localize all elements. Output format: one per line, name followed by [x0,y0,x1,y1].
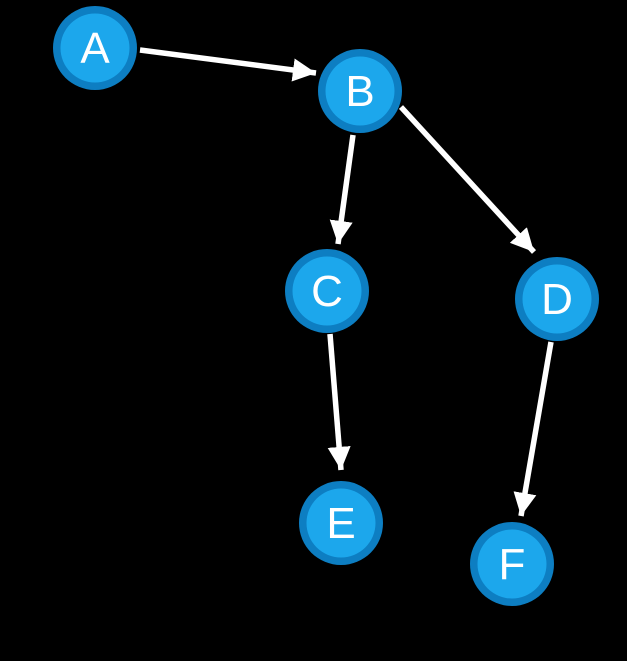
node-D[interactable]: D [515,257,599,341]
edge-B-C [329,134,356,245]
node-F[interactable]: F [470,522,554,606]
node-B[interactable]: B [318,49,402,133]
node-D-fill [522,264,592,334]
node-F-label: F [499,540,526,589]
node-F-fill [477,529,547,599]
node-E-label: E [326,499,355,548]
node-B-fill [325,56,395,126]
node-A-fill [60,13,130,83]
node-D-label: D [541,275,573,324]
edge-B-D [398,105,537,254]
node-E-fill [306,488,376,558]
edge-D-F [513,341,554,517]
node-layer: A B C D E [53,6,599,606]
node-E[interactable]: E [299,481,383,565]
edge-A-B [139,47,317,82]
edge-C-E [327,333,351,471]
node-C[interactable]: C [285,249,369,333]
edge-layer [139,47,554,517]
node-A-label: A [80,24,110,73]
node-A[interactable]: A [53,6,137,90]
node-C-fill [292,256,362,326]
node-C-label: C [311,267,343,316]
node-B-label: B [345,67,374,116]
